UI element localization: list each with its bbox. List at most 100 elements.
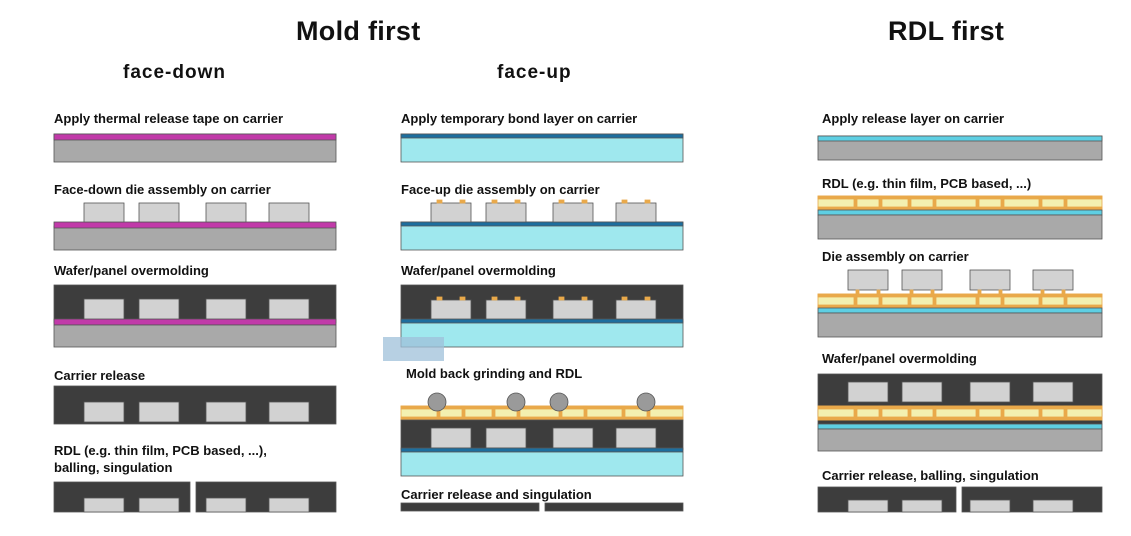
fd3-release-tape (53, 318, 337, 326)
rf5-die-2 (969, 499, 1011, 513)
fd4-die-1 (138, 401, 180, 423)
fu4-rdl-trace-top (400, 405, 684, 410)
fd4-die-0 (83, 401, 125, 423)
fu3-temp-bond (400, 320, 684, 348)
fu3-pad-3b (644, 296, 651, 301)
step-label-rf-4: Wafer/panel overmolding (822, 351, 977, 366)
step-label-fd-4: Carrier release (54, 368, 146, 383)
fu4-bump-1 (506, 392, 526, 412)
fu2-pad-1a (491, 199, 498, 204)
rf4-die-0 (847, 381, 889, 403)
rf3-post-2b (998, 289, 1003, 296)
rf4-rdl-via-0b (878, 405, 883, 421)
step-label-fu-5: Carrier release and singulation (401, 487, 592, 502)
step-label-fu-4: Mold back grinding and RDL (406, 366, 583, 381)
rf3-post-1a (909, 289, 914, 296)
fu2-pad-0a (436, 199, 443, 204)
fd5-die-0 (83, 497, 125, 513)
fu4-bump-3 (636, 392, 656, 412)
step-label-fd-2: Face-down die assembly on carrier (54, 182, 271, 197)
fu5-strip-left (400, 502, 540, 512)
rf4-rdl-trace-top (817, 405, 1103, 410)
rf1-release-layer (817, 135, 1103, 142)
rf3-rdl-via-2b (1000, 293, 1005, 309)
fu3-die-2 (552, 299, 594, 320)
rf3-die-2 (969, 269, 1011, 291)
subheading-face-up: face-up (497, 62, 572, 83)
fd2-die-0 (83, 202, 125, 223)
rf4-rdl-via-0a (853, 405, 858, 421)
fu2-die-0 (430, 202, 472, 223)
fu4-die-2 (552, 427, 594, 449)
step-label-fd-3: Wafer/panel overmolding (54, 263, 209, 278)
fd4-die-2 (205, 401, 247, 423)
fu4-bond-line (400, 447, 684, 453)
fu2-bond-line (400, 221, 684, 227)
rf3-post-0a (855, 289, 860, 296)
rf4-die-2 (969, 381, 1011, 403)
step-label-rf-3: Die assembly on carrier (822, 249, 969, 264)
fu4-die-0 (430, 427, 472, 449)
rf3-rdl-via-1b (932, 293, 937, 309)
step-label-fd-5-line2: balling, singulation (54, 460, 173, 475)
fd4-die-3 (268, 401, 310, 423)
rf2-rdl-via-2b (1000, 195, 1005, 211)
fu4-die-1 (485, 427, 527, 449)
fu2-die-3 (615, 202, 657, 223)
rf4-rdl-trace-bottom (817, 416, 1103, 421)
fu3-pad-0b (459, 296, 466, 301)
rf3-carrier (817, 312, 1103, 338)
fd2-die-2 (205, 202, 247, 223)
rf2-rdl-via-1b (932, 195, 937, 211)
fd2-die-3 (268, 202, 310, 223)
fu-selection-highlight (383, 337, 444, 361)
fu3-pad-1a (491, 296, 498, 301)
fd5-die-2 (205, 497, 247, 513)
fu3-die-3 (615, 299, 657, 320)
fu3-die-1 (485, 299, 527, 320)
rf2-rdl-via-3b (1063, 195, 1068, 211)
rf3-post-3a (1040, 289, 1045, 296)
rf4-die-1 (901, 381, 943, 403)
fu2-pad-1b (514, 199, 521, 204)
fu2-die-1 (485, 202, 527, 223)
rf3-rdl-trace-top (817, 293, 1103, 298)
heading-rdl-first: RDL first (888, 16, 1005, 46)
rf2-rdl-trace-bottom (817, 206, 1103, 211)
fu1-bond-line (400, 133, 684, 139)
fu2-die-2 (552, 202, 594, 223)
rf3-die-1 (901, 269, 943, 291)
rf2-rdl-via-1a (907, 195, 912, 211)
rf5-die-0 (847, 499, 889, 513)
fd3-die-0 (83, 298, 125, 320)
rf3-rdl-via-2a (975, 293, 980, 309)
step-label-fu-1: Apply temporary bond layer on carrier (401, 111, 638, 126)
step-label-rf-2: RDL (e.g. thin film, PCB based, ...) (822, 176, 1032, 191)
rf4-rdl-via-3b (1063, 405, 1068, 421)
rf3-release-layer (817, 307, 1103, 314)
rf4-rdl-via-1a (907, 405, 912, 421)
step-label-fd-1: Apply thermal release tape on carrier (54, 111, 284, 126)
rf4-carrier (817, 428, 1103, 452)
fu3-pad-3a (621, 296, 628, 301)
rf4-rdl-via-1b (932, 405, 937, 421)
fu2-pad-2b (581, 199, 588, 204)
fu4-rdl-trace-bottom (400, 416, 684, 421)
fd5-die-3 (268, 497, 310, 513)
fu4-rdl-via-3a (621, 405, 626, 421)
subheading-face-down: face-down (123, 62, 226, 83)
fd1-release-tape (53, 133, 337, 141)
fd2-die-1 (138, 202, 180, 223)
fu1-temp-bond (400, 133, 684, 163)
fd2-carrier (53, 225, 337, 251)
fu2-pad-0b (459, 199, 466, 204)
step-label-fu-3: Wafer/panel overmolding (401, 263, 556, 278)
fu3-pad-2b (581, 296, 588, 301)
rf4-die-3 (1032, 381, 1074, 403)
rf2-rdl-via-0b (878, 195, 883, 211)
rf3-rdl-via-1a (907, 293, 912, 309)
fu3-pad-1b (514, 296, 521, 301)
rf2-rdl-via-3a (1038, 195, 1043, 211)
rf3-post-2a (977, 289, 982, 296)
fu4-rdl-via-1a (491, 405, 496, 421)
